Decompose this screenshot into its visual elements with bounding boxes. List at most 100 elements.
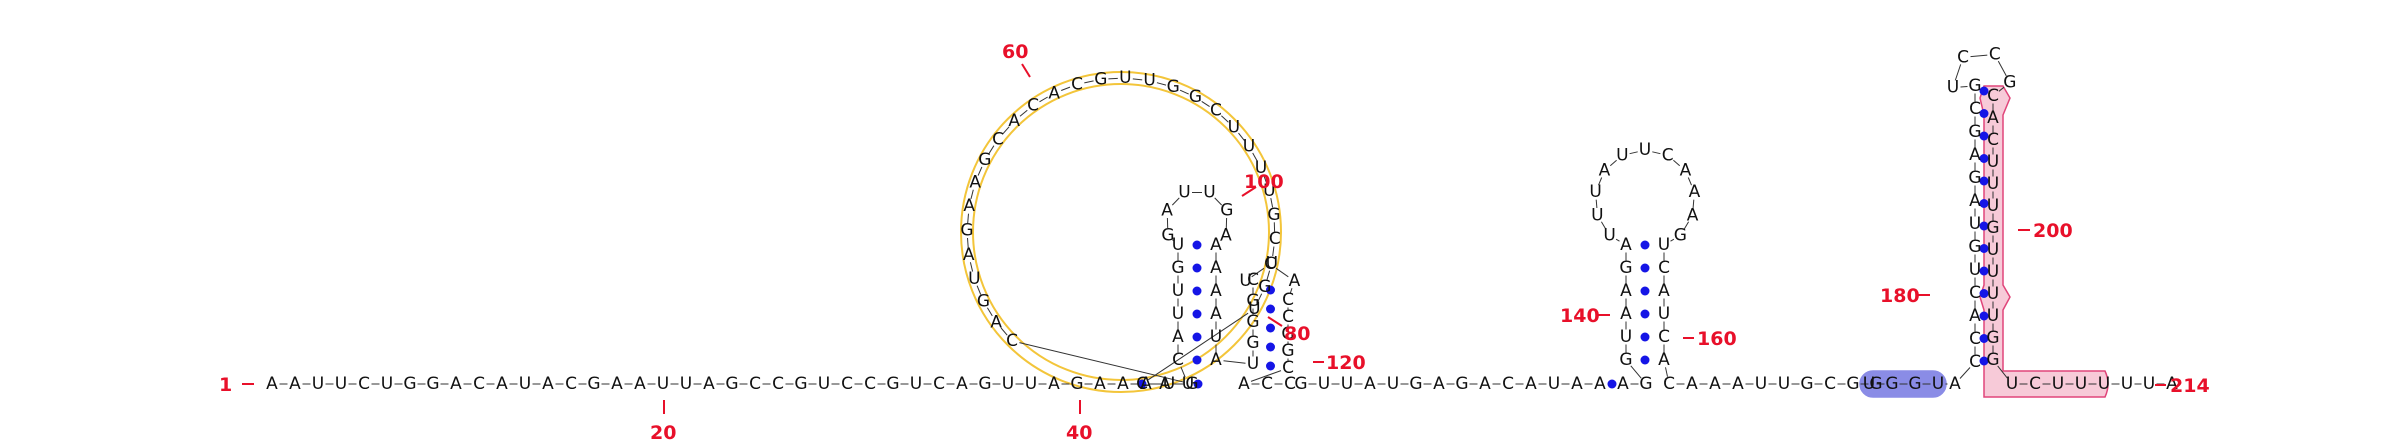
nucleotide: C: [1824, 374, 1836, 394]
nucleotide: C: [1989, 45, 2001, 65]
nucleotide: U: [1119, 68, 1131, 88]
backbone-link: [1250, 370, 1282, 382]
nucleotide: A: [611, 374, 623, 394]
label-160: 160: [1697, 328, 1737, 350]
nucleotide: G: [1246, 333, 1259, 353]
nucleotide: G: [1986, 218, 1999, 238]
nucleotide: A: [969, 173, 981, 193]
nucleotide: G: [1267, 205, 1280, 225]
nucleotide: G: [1281, 324, 1294, 344]
nucleotide: C: [1247, 270, 1259, 290]
nucleotide: U: [1639, 140, 1651, 160]
nucleotide: A: [1048, 374, 1060, 394]
nucleotide: G: [1908, 374, 1921, 394]
nucleotide: G: [1246, 312, 1259, 332]
base-pair-dot: [1640, 263, 1650, 273]
backbone-link: [1221, 115, 1229, 123]
base-pair-dot: [1266, 342, 1275, 352]
label-180: 180: [1880, 285, 1920, 307]
label-60-tick: [1021, 63, 1031, 78]
base-pair-dot: [1979, 244, 1989, 253]
nucleotide: A: [1687, 206, 1699, 226]
nucleotide: A: [1008, 111, 1020, 131]
nucleotide: A: [1048, 83, 1060, 103]
nucleotide: C: [1027, 96, 1039, 116]
nucleotide: U: [910, 374, 922, 394]
backbone-link: [1665, 367, 1668, 377]
backbone-layer: [279, 54, 2165, 385]
backbone-link: [1039, 96, 1048, 103]
nucleotide: G: [1968, 122, 1981, 142]
nucleotide: A: [1686, 374, 1698, 394]
backbone-link: [1272, 246, 1275, 257]
backbone-link: [1997, 365, 2008, 379]
base-pair-dot: [1640, 309, 1650, 319]
nucleotide: U: [1589, 182, 1601, 202]
base-pair-dot: [1979, 109, 1989, 118]
nucleotide: C: [1663, 374, 1675, 394]
nucleotide: U: [1778, 374, 1790, 394]
backbone-link: [1156, 82, 1167, 86]
nucleotide: U: [335, 374, 347, 394]
backbone-link: [1019, 342, 1185, 383]
nucleotide: C: [2029, 374, 2041, 394]
backbone-link: [1108, 77, 1118, 80]
nucleotide: G: [1619, 350, 1632, 370]
base-pair-dot: [1640, 332, 1650, 342]
backbone-link: [1132, 78, 1143, 81]
nucleotide: G: [977, 291, 990, 311]
nucleotide: A: [1525, 374, 1537, 394]
nucleotide: G: [2003, 73, 2016, 93]
nucleotide: C: [1284, 374, 1296, 394]
nucleotide: G: [1171, 258, 1184, 278]
base-pair-dot: [1193, 379, 1203, 389]
nucleotide: A: [1620, 281, 1632, 301]
nucleotide: U: [1228, 117, 1240, 137]
nucleotide: U: [1163, 374, 1175, 394]
base-pair-dot: [1979, 176, 1989, 186]
nucleotide: A: [1594, 374, 1606, 394]
nucleotide: C: [841, 374, 853, 394]
backbone-link: [1960, 86, 1968, 88]
nucleotide: U: [381, 374, 393, 394]
base-pair-dot: [1979, 266, 1989, 276]
nucleotide: C: [1136, 374, 1148, 394]
backbone-link: [1595, 199, 1598, 209]
nucleotide: U: [1172, 235, 1184, 255]
backbone-link: [969, 262, 974, 272]
nucleotide: G: [1619, 258, 1632, 278]
nucleotide: A: [496, 374, 508, 394]
nucleotide: U: [1987, 284, 1999, 304]
nucleotide: A: [1210, 258, 1222, 278]
nucleotide: U: [1248, 299, 1260, 319]
nucleotide: C: [1662, 145, 1674, 165]
nucleotide: G: [1189, 87, 1202, 107]
nucleotide: A: [1620, 304, 1632, 324]
nucleotide: U: [1172, 281, 1184, 301]
nucleotide: U: [1616, 145, 1628, 165]
backbone-link: [970, 189, 974, 200]
nucleotide: G: [1800, 374, 1813, 394]
base-pair-dot: [1192, 355, 1202, 365]
nucleotide: A: [963, 196, 975, 216]
backbone-link: [1084, 80, 1094, 84]
backbone-link: [1615, 238, 1620, 242]
nucleotide: U: [1947, 78, 1959, 98]
nucleotide: A: [1620, 235, 1632, 255]
nucleotide: U: [312, 374, 324, 394]
nucleotide: U: [818, 374, 830, 394]
nucleotide: U: [1182, 374, 1194, 394]
nucleotide: C: [1969, 283, 1981, 303]
nucleotide: A: [1709, 374, 1721, 394]
nucleotide: A: [266, 374, 278, 394]
nucleotide: G: [794, 374, 807, 394]
nucleotide: C: [1172, 350, 1184, 370]
label-140: 140: [1560, 305, 1600, 327]
nucleotide: C: [1987, 86, 1999, 106]
nucleotide: U: [1755, 374, 1767, 394]
nucleotide: U: [1263, 181, 1275, 201]
nucleotide: U: [1266, 254, 1278, 274]
nucleotide: A: [956, 374, 968, 394]
nucleotide: A: [2166, 374, 2178, 394]
